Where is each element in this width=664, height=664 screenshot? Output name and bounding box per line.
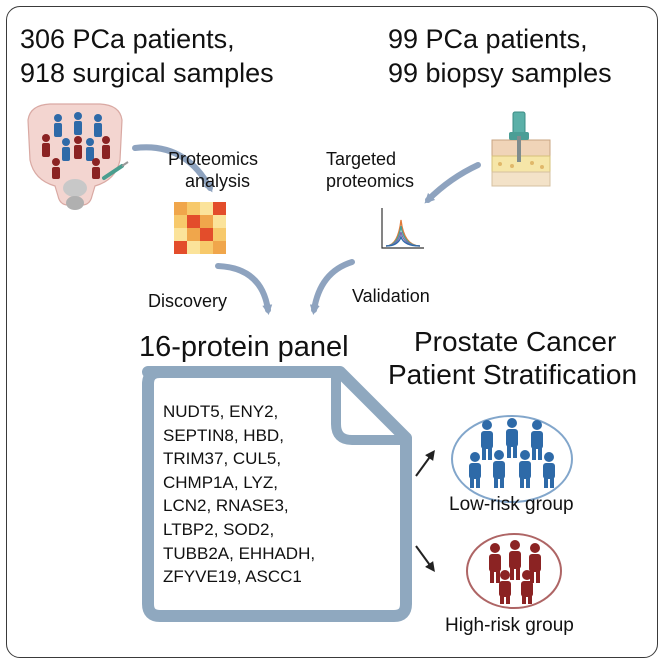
protein-line: SEPTIN8, HBD, bbox=[163, 425, 284, 445]
protein-line: LCN2, RNASE3, bbox=[163, 496, 289, 516]
arrow-to-high-risk bbox=[415, 545, 435, 573]
figure-frame bbox=[6, 6, 658, 658]
proteomics-label-line1: Proteomics bbox=[168, 149, 259, 169]
stratification-title-line1: Prostate Cancer bbox=[414, 326, 617, 357]
protein-line: LTBP2, SOD2, bbox=[163, 519, 275, 539]
heatmap-icon bbox=[174, 202, 226, 254]
targeted-label-line1: Targeted bbox=[326, 149, 397, 169]
protein-list: NUDT5, ENY2, SEPTIN8, HBD, TRIM37, CUL5,… bbox=[163, 400, 363, 589]
surgical-cohort-line1: 306 PCa patients, bbox=[20, 24, 235, 54]
arrow-to-low-risk bbox=[415, 449, 435, 477]
arrow-to-chromatogram bbox=[424, 162, 481, 204]
high-risk-group-icon bbox=[466, 533, 562, 609]
protein-line: CHMP1A, LYZ, bbox=[163, 472, 278, 492]
prostate-patients-icon bbox=[27, 103, 129, 210]
high-risk-label: High-risk group bbox=[445, 615, 574, 636]
arrow-discovery bbox=[215, 263, 273, 315]
stratification-title-line2: Patient Stratification bbox=[388, 359, 638, 390]
biopsy-cohort-line1: 99 PCa patients, bbox=[388, 24, 588, 54]
biopsy-needle-icon bbox=[491, 111, 551, 187]
chromatogram-icon bbox=[381, 208, 424, 249]
proteomics-label-line2: analysis bbox=[185, 171, 251, 191]
flow-arrows bbox=[132, 144, 481, 573]
arrow-to-heatmap bbox=[132, 144, 213, 193]
protein-line: TUBB2A, EHHADH, bbox=[163, 543, 316, 563]
surgical-cohort-line2: 918 surgical samples bbox=[20, 58, 274, 88]
biopsy-cohort-line2: 99 biopsy samples bbox=[388, 58, 612, 88]
low-risk-group-icon bbox=[451, 415, 573, 503]
protein-line: NUDT5, ENY2, bbox=[163, 402, 279, 421]
protein-panel-document bbox=[142, 366, 412, 622]
arrow-validation bbox=[309, 259, 355, 315]
protein-line: TRIM37, CUL5, bbox=[163, 449, 282, 469]
validation-label: Validation bbox=[352, 286, 430, 306]
low-risk-label: Low-risk group bbox=[449, 494, 574, 515]
protein-line: ZFYVE19, ASCC1 bbox=[163, 567, 302, 587]
discovery-label: Discovery bbox=[148, 291, 228, 311]
panel-title: 16-protein panel bbox=[139, 331, 349, 363]
targeted-label-line2: proteomics bbox=[326, 171, 415, 191]
